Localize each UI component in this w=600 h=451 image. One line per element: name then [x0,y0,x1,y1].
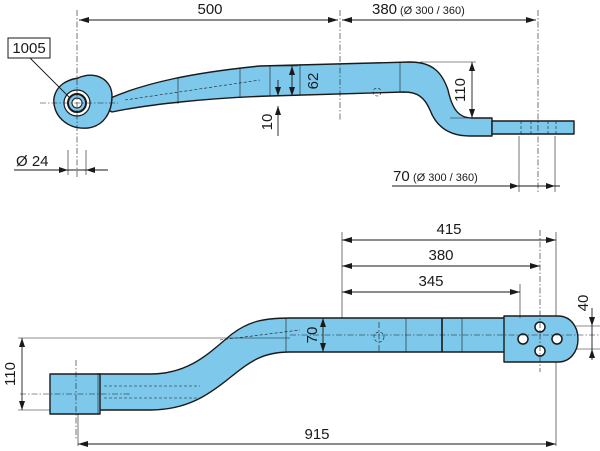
dim-380-label: 380 [372,1,397,18]
leaf-body-top [97,61,493,137]
part-number-label: 1005 [12,40,45,57]
dim-415-label: 415 [436,221,461,238]
dim-10-label: 10 [259,114,276,131]
dim-eye-diameter-label: Ø 24 [16,153,49,170]
dim-62-label: 62 [305,73,322,90]
leaf-body-bottom [97,317,521,411]
dim-380-alt-label: (Ø 300 / 360) [400,5,465,17]
bottom-dimensions [19,237,595,447]
dim-70-alt-label: (Ø 300 / 360) [413,172,478,184]
dim-915-label: 915 [304,426,329,443]
dim-70-top-label: 70 [393,168,410,185]
spring-bottom-view [18,230,600,446]
dim-40-label: 40 [575,295,592,312]
part-number-box [7,37,51,59]
labels: 1005 500 380 (Ø 300 / 360) 62 110 10 Ø 2… [2,1,592,443]
dim-500-label: 500 [197,1,222,18]
dim-380-bottom-label: 380 [428,247,453,264]
dim-345-label: 345 [418,273,443,290]
rear-mount-plate [491,120,575,135]
top-dimensions [7,17,560,189]
rear-end-plate [503,315,579,363]
spring-top-view [40,10,575,192]
dim-110-bottom-label: 110 [2,362,19,386]
dim-70-bottom-label: 70 [304,327,321,344]
dim-110-top-label: 110 [452,78,469,102]
